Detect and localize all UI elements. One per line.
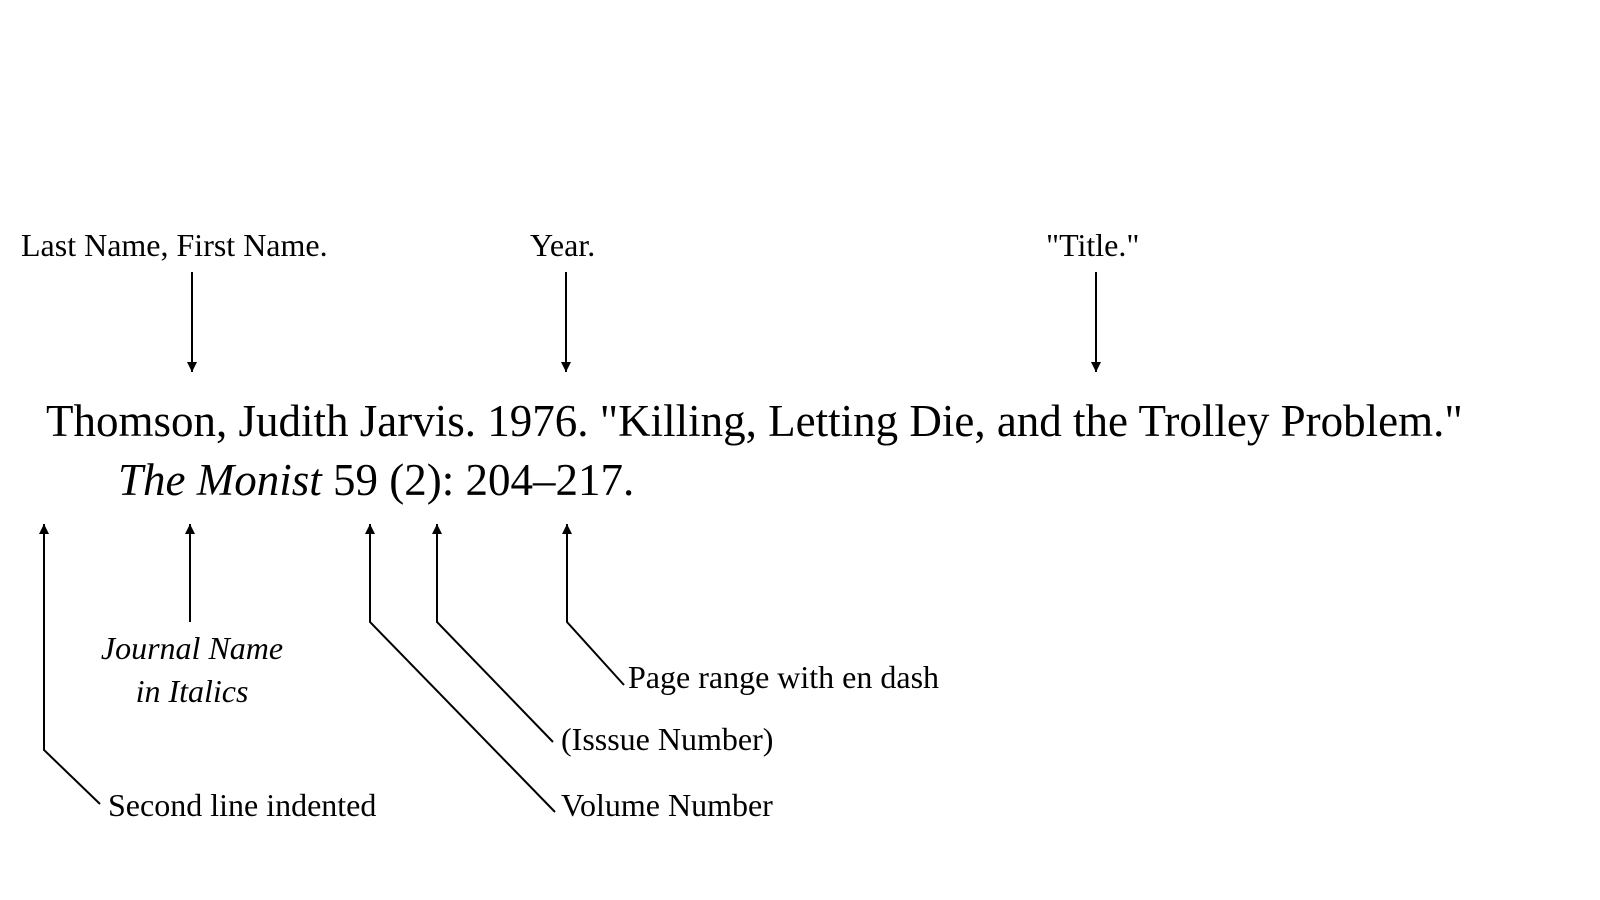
label-journal-line-1: Journal Name [100,630,284,666]
label-issue: (Isssue Number) [561,721,774,757]
label-title: "Title." [1046,227,1140,263]
arrow-indent [39,524,101,805]
label-year: Year. [530,227,596,263]
arrow-volume [365,524,556,813]
label-indent: Second line indented [108,787,377,823]
label-journal-line-2: in Italics [135,673,249,709]
arrow-issue [432,524,554,743]
citation-details: 59 (2): 204–217. [321,455,635,505]
label-pages: Page range with en dash [628,659,940,695]
label-name: Last Name, First Name. [21,227,328,263]
label-volume: Volume Number [561,787,773,823]
citation-line-2: The Monist 59 (2): 204–217. [118,458,634,503]
citation-journal: The Monist [118,455,322,505]
arrow-pages [562,524,625,686]
citation-line-1: Thomson, Judith Jarvis. 1976. "Killing, … [46,396,1463,446]
